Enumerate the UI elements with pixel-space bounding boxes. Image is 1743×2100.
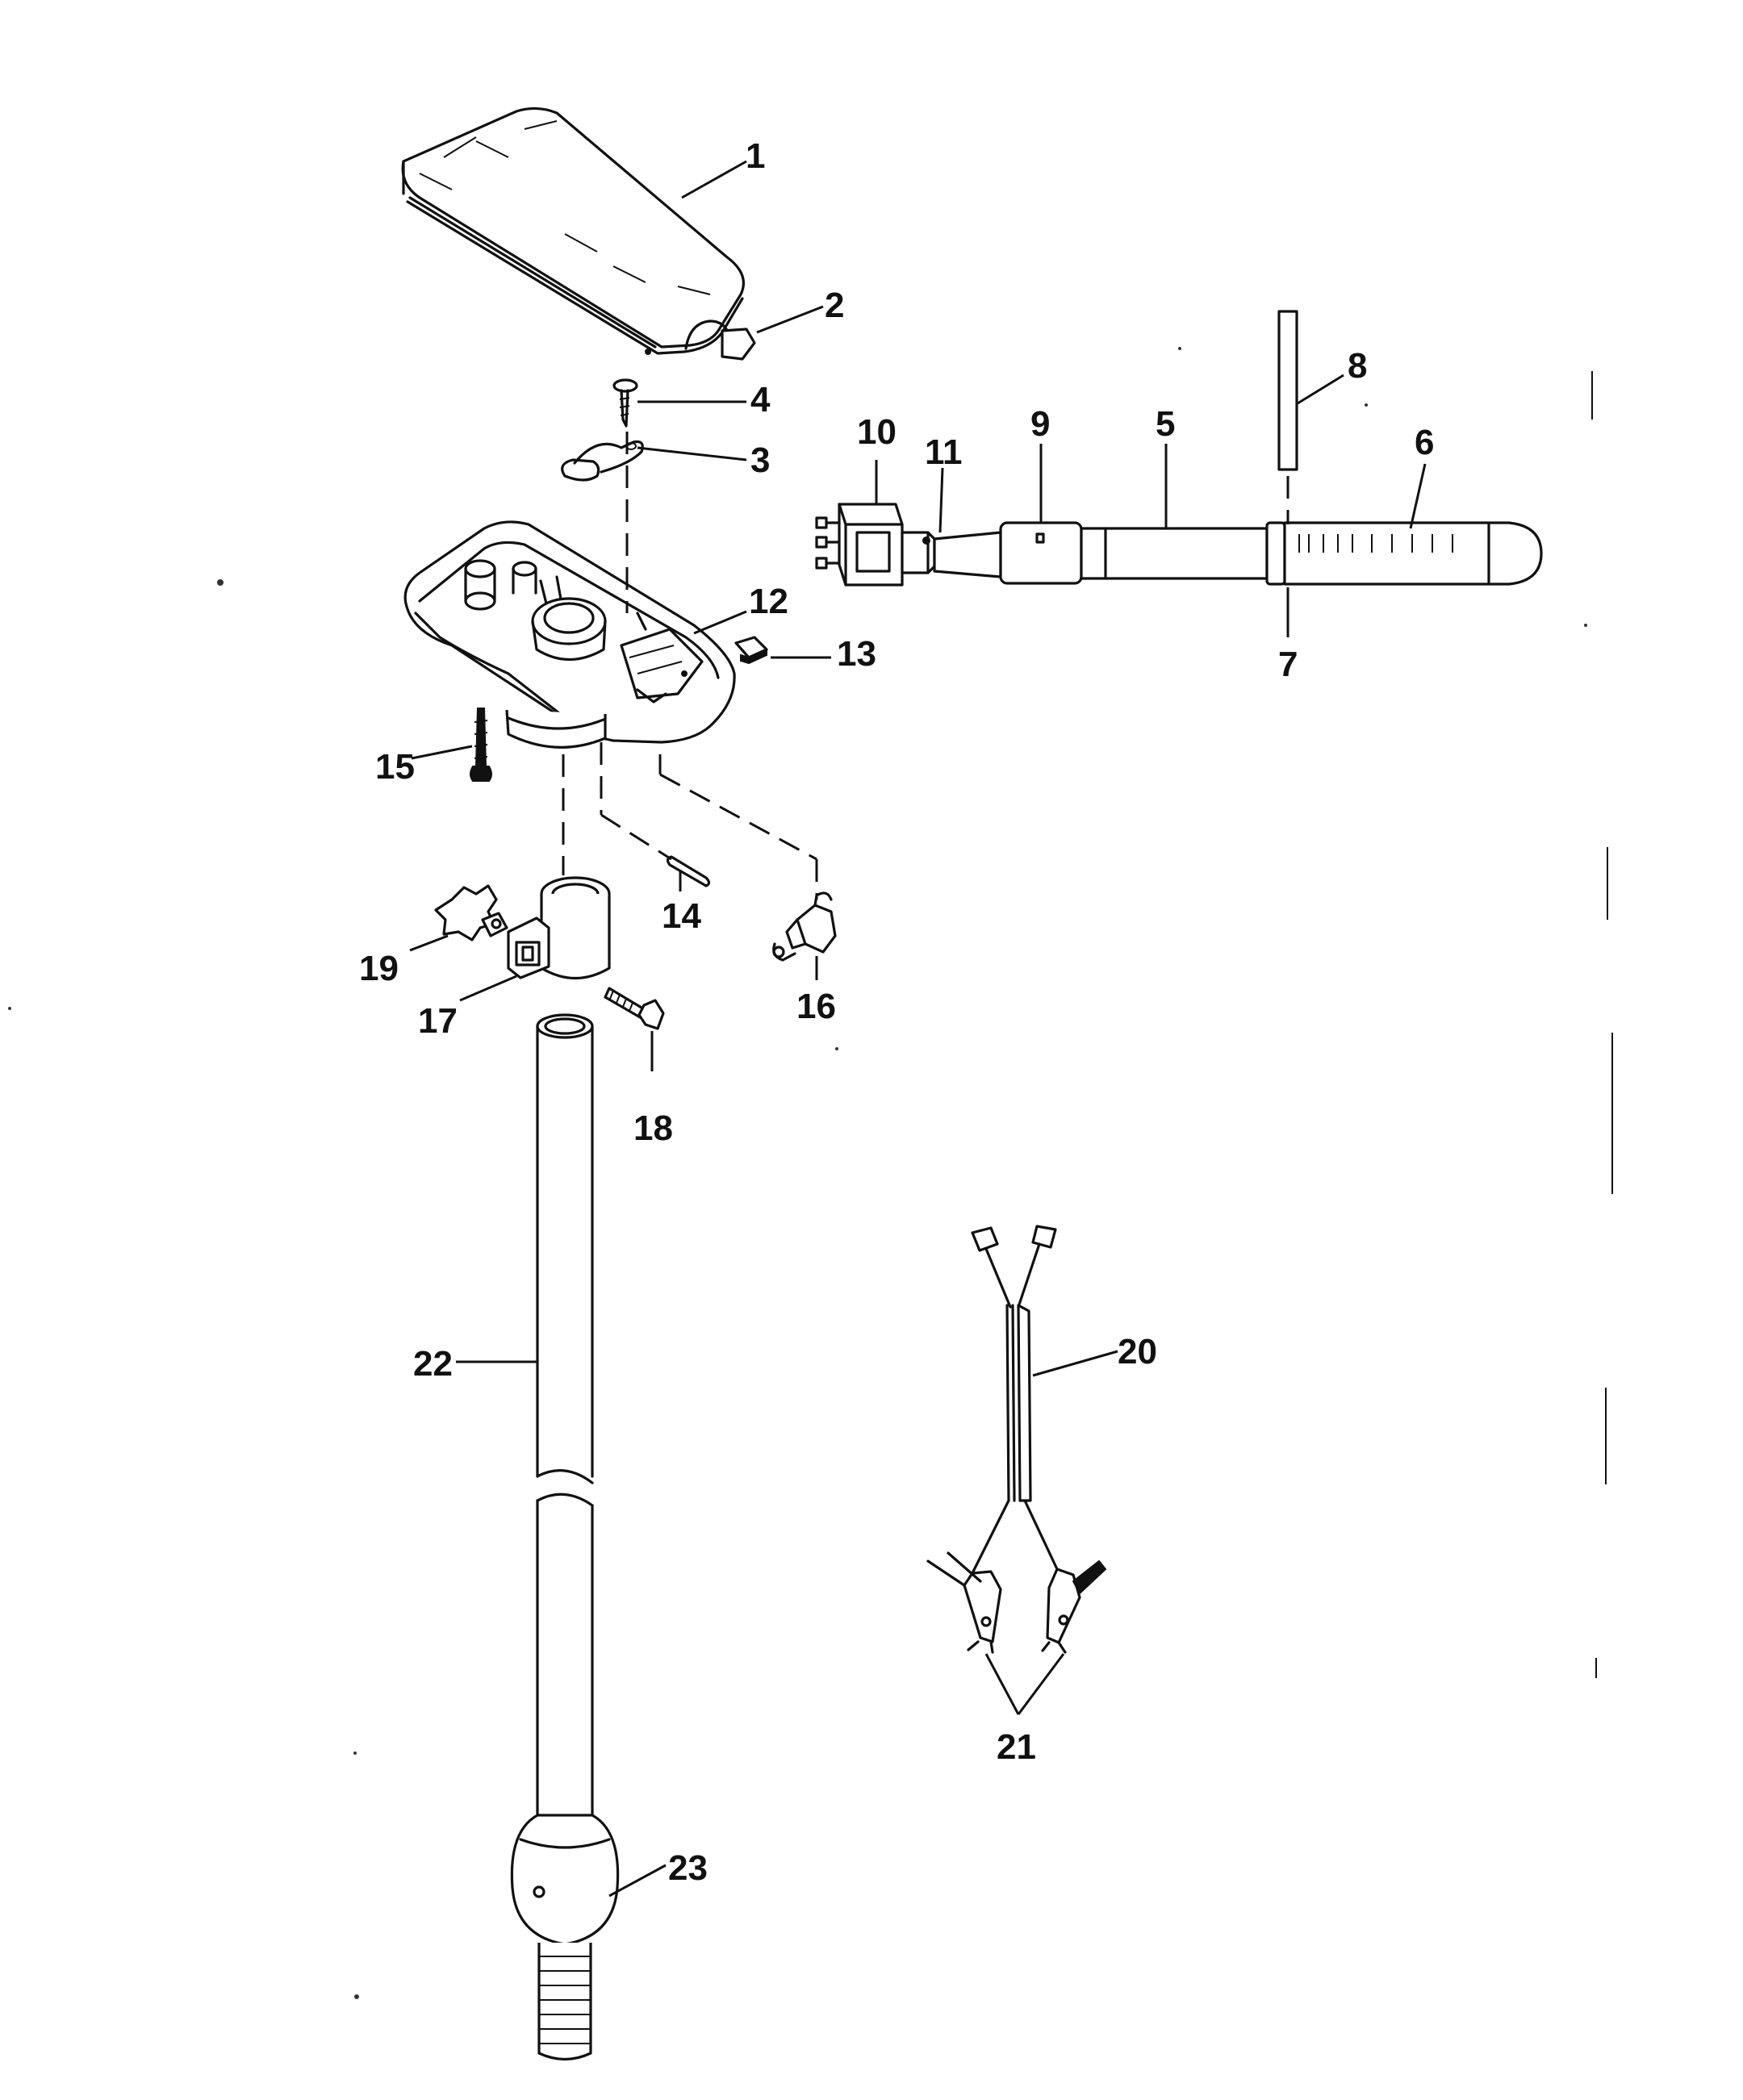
callout-8: 8 [1348,346,1367,386]
callout-23: 23 [668,1848,708,1888]
assembly-lines [562,432,818,900]
callout-19: 19 [359,949,399,988]
callout-15: 15 [375,747,415,787]
callout-11: 11 [925,432,963,472]
part-shaft-22 [536,1013,594,1817]
part-handle-assembly [815,503,1543,587]
part-screw-4 [612,378,638,428]
callout-17: 17 [418,1001,458,1041]
callout-13: 13 [837,634,876,674]
part-bolt-18 [604,987,665,1030]
callout-9: 9 [1030,404,1050,444]
callout-3: 3 [750,440,770,480]
part-rod-8 [1277,310,1298,524]
part-clip-16 [772,891,837,962]
callout-6: 6 [1415,423,1434,462]
callout-10: 10 [857,412,897,452]
callout-2: 2 [825,286,844,325]
part-pin-14 [666,855,711,887]
callout-labels: 1 2 4 3 10 11 9 5 8 6 7 12 13 15 14 19 1… [359,136,1434,1888]
part-collar-17 [507,876,611,980]
callout-7: 7 [1278,645,1298,684]
part-leads-20-21 [926,1225,1107,1654]
callout-14: 14 [662,896,701,936]
part-housing-12 [403,520,736,749]
callout-16: 16 [796,987,836,1026]
callout-21: 21 [997,1727,1036,1767]
part-end-23 [510,1814,620,2061]
callout-22: 22 [413,1344,453,1384]
callout-18: 18 [633,1108,673,1148]
part-knob-19 [434,884,508,941]
part-13 [734,636,768,665]
callout-1: 1 [746,136,765,176]
callout-5: 5 [1156,404,1175,444]
part-cover [401,106,756,361]
part-screw-15 [470,708,492,782]
callout-4: 4 [750,380,771,420]
scan-artifacts [8,347,1613,1999]
callout-20: 20 [1118,1332,1157,1371]
callout-12: 12 [749,582,788,621]
part-clamp-3 [561,440,644,482]
leader-lines [409,160,1427,1898]
